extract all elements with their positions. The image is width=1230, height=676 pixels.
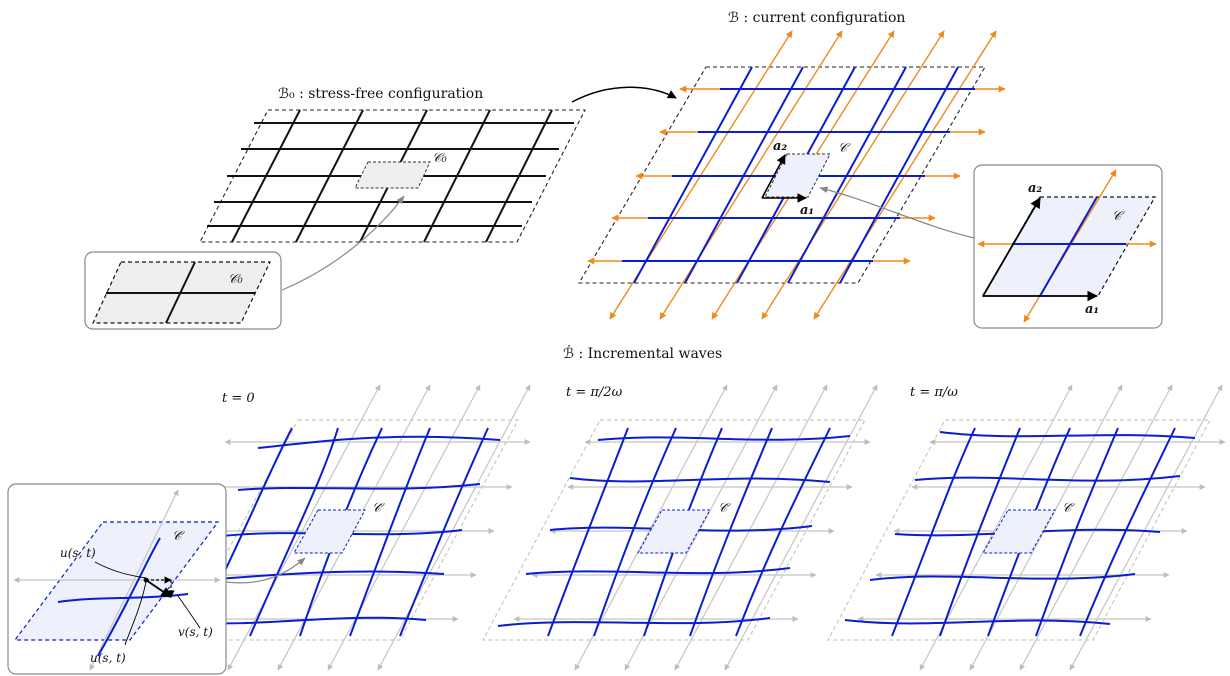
current-panel: ℬ : current configuration [578, 10, 1006, 320]
vector-a1-label: a₁ [800, 203, 814, 218]
inset-a2-label: a₂ [1028, 181, 1042, 196]
vector-a2 [761, 154, 786, 199]
vector-a2-label: a₂ [773, 139, 787, 154]
inset-c0-label: 𝒞₀ [228, 272, 243, 287]
time-label-2: t = π/ω [910, 385, 958, 400]
incremental-title: ℬ̇ : Incremental waves [563, 344, 722, 362]
inset-u-label: u(s, t) [60, 546, 96, 560]
time-label-1: t = π/2ω [566, 385, 623, 400]
stress-free-boundary [199, 109, 586, 243]
stress-free-inset: 𝒞₀ [84, 251, 282, 330]
inset-vec-label: u(s, t) [90, 651, 126, 665]
current-title: ℬ : current configuration [728, 10, 905, 26]
wave-cell-label-0: 𝒞̇ [372, 501, 385, 516]
current-cell-label: 𝒞 [838, 141, 851, 156]
mapping-arrow [571, 86, 677, 103]
wave-cell-label-1: 𝒞̇ [718, 501, 731, 516]
current-inset: a₁ a₂ 𝒞 [973, 164, 1163, 329]
stress-free-panel: ℬ₀ : stress-free configuration 𝒞₀ [199, 86, 586, 243]
stress-free-title: ℬ₀ : stress-free configuration [278, 86, 483, 102]
stress-free-cell-label: 𝒞₀ [432, 151, 447, 166]
wave-inset: u(s, t) v(s, t) u(s, t) 𝒞̇ [7, 483, 227, 675]
wave-inset-pointer [225, 557, 306, 584]
current-unit-cell [764, 153, 831, 198]
current-inset-pointer [819, 186, 975, 239]
current-blue-fibers [622, 66, 975, 284]
inset-pointer-arrow [281, 195, 405, 291]
wave-panel-t2: t = π/ω 𝒞̇ [827, 384, 1226, 671]
inset-v-label: v(s, t) [178, 625, 213, 639]
time-label-0: t = 0 [222, 391, 255, 406]
stress-free-unit-cell [354, 161, 431, 189]
wave-cell-label-2: 𝒞̇ [1062, 501, 1075, 516]
inset-a1-label: a₁ [1085, 302, 1099, 317]
wave-panel-t1: t = π/2ω 𝒞̇ [482, 384, 878, 671]
